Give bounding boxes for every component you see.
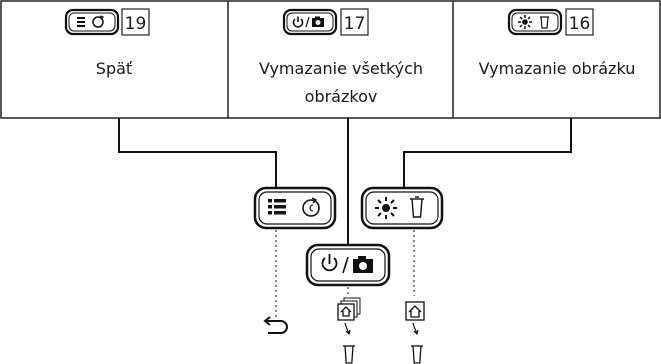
slash-separator [342, 256, 349, 274]
trash-icon [410, 196, 424, 218]
rotate-icon [302, 197, 320, 217]
curved-arrow-icon [412, 322, 418, 334]
panel-frame [0, 0, 661, 119]
trash-icon [411, 345, 423, 364]
page-ref-number: 19 [125, 14, 147, 34]
connector-back [118, 118, 277, 188]
key-power-camera [282, 8, 338, 36]
curved-arrow-icon [344, 322, 350, 334]
all-images-home-icon [337, 297, 361, 321]
return-arrow-icon [263, 316, 288, 334]
trash-icon [343, 345, 355, 364]
panel-label-line: Vymazanie všetkých [259, 59, 423, 78]
curved-arrow-head [345, 329, 351, 336]
key-sun-trash [507, 8, 563, 36]
page-ref-number: 16 [569, 14, 591, 34]
panel-label-line: Späť [96, 59, 132, 78]
page-ref-number: 17 [344, 14, 366, 34]
panels: 19 Späť 17 Vymazanie všetký [0, 0, 661, 119]
trash-icon [540, 16, 549, 29]
panel-delete-one: 16 Vymazanie obrázku [479, 8, 636, 78]
curved-arrow-head [413, 329, 419, 336]
rotate-icon [92, 15, 105, 28]
list-icon [268, 199, 286, 215]
power-icon [321, 254, 338, 272]
sun-icon [375, 197, 397, 219]
page-ref-box [340, 8, 369, 36]
page-ref-box [121, 8, 150, 36]
power-icon [292, 16, 304, 28]
camera-icon [312, 16, 324, 27]
panel-label-line: obrázkov [305, 87, 378, 106]
connector-delete-one [403, 118, 572, 188]
panel-label-line: Vymazanie obrázku [479, 59, 636, 78]
page-ref-box [565, 8, 594, 36]
power-camera-button [305, 243, 391, 287]
key-list-rotate [64, 8, 120, 36]
panel-delete-all: 17 Vymazanie všetkých obrázkov [259, 8, 423, 106]
curved-arrows [344, 322, 419, 336]
sun-icon [518, 15, 532, 29]
camera-icon [353, 256, 373, 273]
sun-trash-button [360, 186, 444, 230]
list-rotate-button [253, 186, 337, 230]
panel-back: 19 Späť [64, 8, 150, 78]
slash-separator [305, 16, 310, 28]
connector-lines [118, 118, 572, 245]
dotted-leaders [275, 230, 415, 318]
single-image-home-icon [405, 301, 425, 321]
list-icon [77, 17, 85, 27]
